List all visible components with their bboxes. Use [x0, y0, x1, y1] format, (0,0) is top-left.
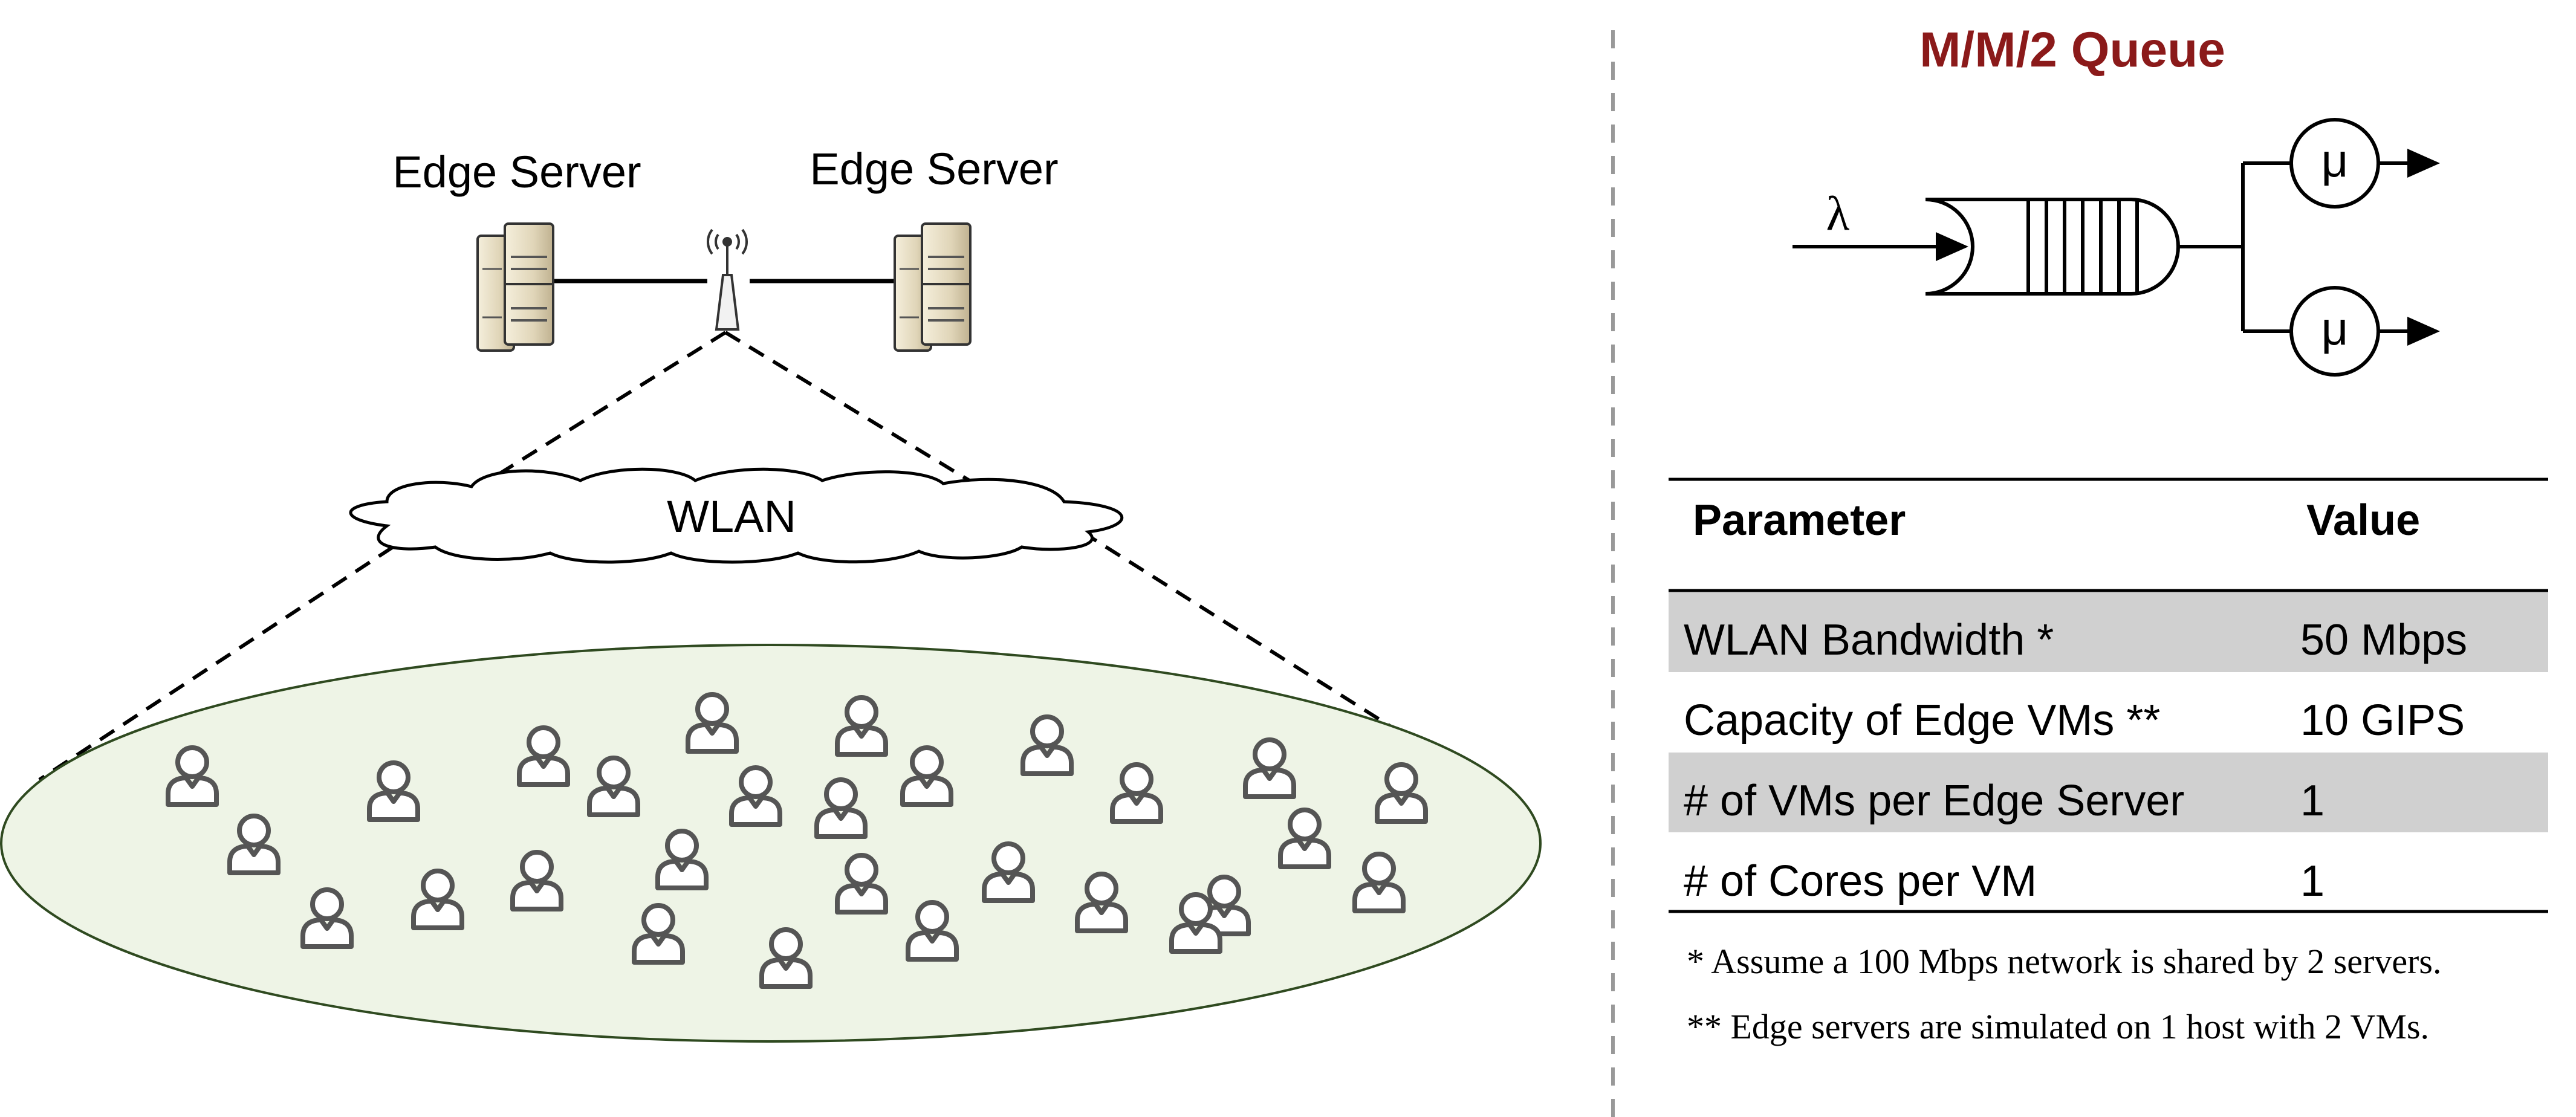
- user-icon: [814, 777, 868, 839]
- edge-server-left-label: Edge Server: [392, 147, 641, 197]
- table-header-parameter: Parameter: [1693, 496, 1906, 545]
- table-cell-parameter: # of Cores per VM: [1684, 857, 2037, 905]
- table-cell-value: 50 Mbps: [2300, 616, 2467, 664]
- user-icon: [1110, 762, 1163, 824]
- wlan-cloud: [349, 467, 1124, 564]
- user-icon: [1243, 737, 1296, 799]
- table-footnote-2: ** Edge servers are simulated on 1 host …: [1687, 1007, 2429, 1046]
- table-cell-value: 10 GIPS: [2300, 696, 2465, 745]
- user-icon: [632, 903, 685, 965]
- user-icon: [227, 814, 281, 875]
- user-icon: [686, 692, 739, 754]
- network-diagram: WLAN Edge Server Edge Server: [0, 144, 1542, 1043]
- user-icon: [1169, 892, 1222, 954]
- table-cell-parameter: # of VMs per Edge Server: [1684, 777, 2184, 825]
- user-icon: [1020, 714, 1074, 776]
- user-icon: [1075, 872, 1128, 933]
- user-icon: [367, 760, 420, 822]
- table-cell-value: 1: [2300, 857, 2325, 905]
- user-icon: [587, 756, 640, 817]
- service-rate-label-1: μ: [2321, 134, 2349, 187]
- arrival-rate-label: λ: [1826, 187, 1850, 241]
- user-icon: [166, 745, 219, 807]
- user-icon: [1375, 762, 1428, 824]
- wlan-label: WLAN: [667, 491, 796, 542]
- edge-server-left-icon: [476, 222, 554, 352]
- table-header-value: Value: [2306, 496, 2420, 545]
- user-icon: [411, 869, 464, 930]
- edge-server-right-label: Edge Server: [809, 144, 1058, 194]
- user-icon: [655, 829, 709, 890]
- table-footnote-1: * Assume a 100 Mbps network is shared by…: [1687, 942, 2441, 981]
- user-icon: [835, 853, 888, 915]
- parameter-table: Parameter Value WLAN Bandwidth * 50 Mbps…: [1669, 478, 2548, 1046]
- user-field: [0, 644, 1542, 1043]
- coverage-lines: [38, 331, 1476, 782]
- table-row-shading: [1669, 753, 2548, 832]
- service-rate-label-2: μ: [2321, 302, 2349, 355]
- table-cell-value: 1: [2300, 777, 2325, 825]
- user-icon: [300, 887, 354, 949]
- queue-buffer: [1925, 198, 2180, 296]
- table-row-shading: [1669, 592, 2548, 672]
- user-icon: [759, 927, 813, 989]
- user-icon: [517, 725, 570, 787]
- user-icon: [1352, 852, 1406, 913]
- queue-title: M/M/2 Queue: [1919, 22, 2225, 77]
- user-icon: [982, 841, 1035, 903]
- user-icon: [835, 695, 888, 757]
- user-icon: [1278, 808, 1331, 869]
- user-icon: [729, 765, 782, 827]
- access-point-icon: [706, 228, 748, 331]
- user-icon: [900, 745, 953, 807]
- table-cell-parameter: WLAN Bandwidth *: [1684, 616, 2054, 664]
- queue-split-lines: [2178, 161, 2291, 333]
- mm2-queue-diagram: M/M/2 Queue λ μ μ: [1792, 22, 2440, 377]
- edge-server-right-icon: [894, 222, 972, 352]
- table-cell-parameter: Capacity of Edge VMs **: [1684, 696, 2160, 745]
- user-icon: [510, 850, 563, 911]
- user-group: [166, 692, 1428, 989]
- user-icon: [906, 900, 959, 962]
